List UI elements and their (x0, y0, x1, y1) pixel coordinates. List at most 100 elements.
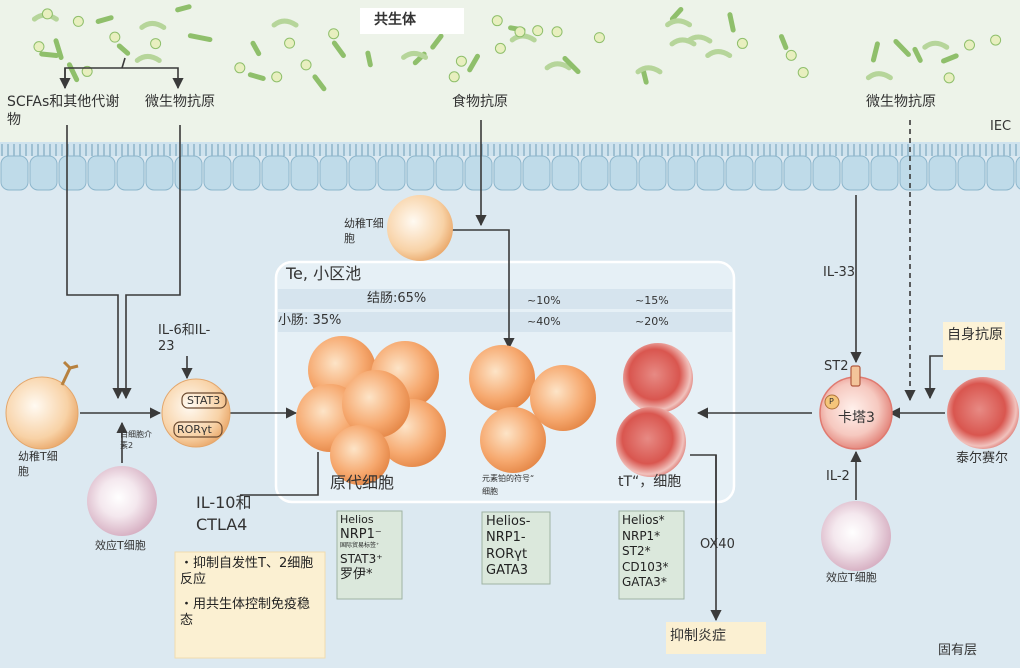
microbe-curved (865, 71, 893, 81)
lamina-propria-label: 固有层 (938, 643, 978, 658)
marker-item: NRP1* (622, 528, 661, 543)
naive-t-left-label-2: 胞 (18, 465, 29, 478)
stat3-box (181, 392, 227, 409)
il10-ctla4-label-2: CTLA4 (196, 515, 248, 534)
marker-item: 国际贸易标签⁺ (340, 542, 380, 549)
microbe-coccus (81, 65, 93, 77)
epithelial-cell (725, 155, 754, 191)
epithelial-cell (580, 155, 609, 191)
colon-label: 结肠:65% (367, 291, 427, 306)
effector-right-label: 效应T细胞 (826, 571, 877, 584)
microbe-curved (134, 53, 162, 63)
thelper-cell (947, 377, 1019, 449)
epithelial-cell (203, 155, 232, 191)
il2-right-label: IL-2 (826, 469, 850, 484)
epithelial-cell (667, 155, 696, 191)
microbe-coccus (234, 62, 246, 74)
microbe-rod (893, 38, 911, 57)
microvilli-band (0, 142, 1020, 156)
microbe-curved (635, 65, 663, 75)
microbe-curved (401, 50, 429, 60)
microbe-coccus (494, 42, 506, 54)
marker-item: RORγt (486, 546, 528, 562)
il6-il23-label-1: IL-6和IL- (158, 323, 211, 338)
microbe-curved (139, 20, 167, 30)
microbe-coccus (797, 67, 809, 79)
microbe-coccus (514, 26, 526, 38)
microbe-coccus (33, 41, 45, 53)
suppress-inflammation-bg (666, 622, 766, 654)
epithelial-cell (957, 155, 986, 191)
microbe-coccus (551, 26, 563, 38)
marker-item: STAT3⁺ (340, 552, 383, 566)
ttreg-cell (623, 343, 693, 413)
microbe-rod (187, 33, 213, 43)
microbe-coccus (284, 37, 296, 49)
marker-item: GATA3 (486, 562, 529, 578)
gata3-label: 卡塔3 (838, 410, 875, 426)
microbe-curved (271, 18, 299, 28)
treg-cell-mid (530, 365, 596, 431)
tcr-receptor-icon (60, 360, 79, 386)
epithelial-cell (377, 155, 406, 191)
commensal-microbes (31, 4, 1002, 92)
epithelial-cell (406, 155, 435, 191)
epithelial-cell (87, 155, 116, 191)
microbial-antigen-line (120, 125, 181, 400)
microbial-antigen-right-label: 微生物抗原 (866, 94, 936, 110)
treg-cell-mid (469, 345, 535, 411)
epithelial-cell (348, 155, 377, 191)
epithelial-cell (493, 155, 522, 191)
note-bg (174, 551, 326, 659)
roryt-label: RORγt (177, 423, 212, 436)
epithelial-cell (812, 155, 841, 191)
microbe-coccus (300, 59, 312, 71)
epithelial-cell (841, 155, 870, 191)
pct-colon-right: ~15% (635, 294, 669, 307)
commensal-label: 共生体 (374, 12, 416, 28)
epithelial-cell (754, 155, 783, 191)
microbe-curved (669, 37, 697, 47)
stat3-roryt-cell (161, 378, 231, 448)
lumen-background (0, 0, 1020, 150)
il2-small-label-2: 素2 (120, 441, 134, 450)
marker-box-ptreg: Helios NRP1⁻ 国际贸易标签⁺ STAT3⁺ 罗伊* (340, 513, 383, 583)
pool-band-colon (278, 289, 732, 309)
epithelial-cell (783, 155, 812, 191)
epithelial-cell (0, 155, 29, 191)
microbe-coccus (491, 15, 503, 27)
microbe-rod (669, 6, 684, 22)
effector-left-label: 效应T细胞 (95, 539, 146, 552)
pct-colon-mid: ~10% (527, 294, 561, 307)
microbe-rod (430, 33, 444, 50)
self-antigen-label: 自身抗原 (947, 327, 1003, 343)
microbe-coccus (328, 28, 340, 40)
microbe-rod (95, 15, 114, 24)
ptreg-cell (330, 425, 390, 485)
epithelial-cell (551, 155, 580, 191)
microbe-coccus (532, 25, 544, 37)
stat3-label: STAT3 (187, 394, 221, 407)
naive-t-top-label-2: 胞 (344, 232, 355, 245)
microbe-rod (116, 43, 131, 56)
phospho-label: P (829, 397, 834, 406)
epithelial-cell (1015, 156, 1020, 190)
marker-box-mid: Helios- NRP1- RORγt GATA3 (486, 514, 530, 579)
microbe-curved (544, 61, 572, 71)
epithelial-cell (870, 155, 899, 191)
epithelial-cell (464, 155, 493, 191)
scfa-line (66, 125, 124, 400)
marker-box-ttreg: Helios* NRP1* ST2* CD103* GATA3* (622, 513, 669, 591)
microbe-coccus (943, 72, 955, 84)
epithelial-cell (29, 155, 58, 191)
ptreg-label: 原代细胞 (330, 473, 395, 492)
small-intestine-label: 小肠: 35% (278, 313, 342, 328)
mid-cell-label-2: 细胞 (482, 487, 498, 496)
marker-item: CD103* (622, 559, 669, 574)
il10-ctla4-label-1: IL-10和 (196, 493, 252, 512)
iec-label: IEC (990, 119, 1012, 134)
st2-receptor-icon (850, 365, 861, 387)
marker-box-ttreg-bg (618, 510, 685, 600)
treg-cell-mid (480, 407, 546, 473)
